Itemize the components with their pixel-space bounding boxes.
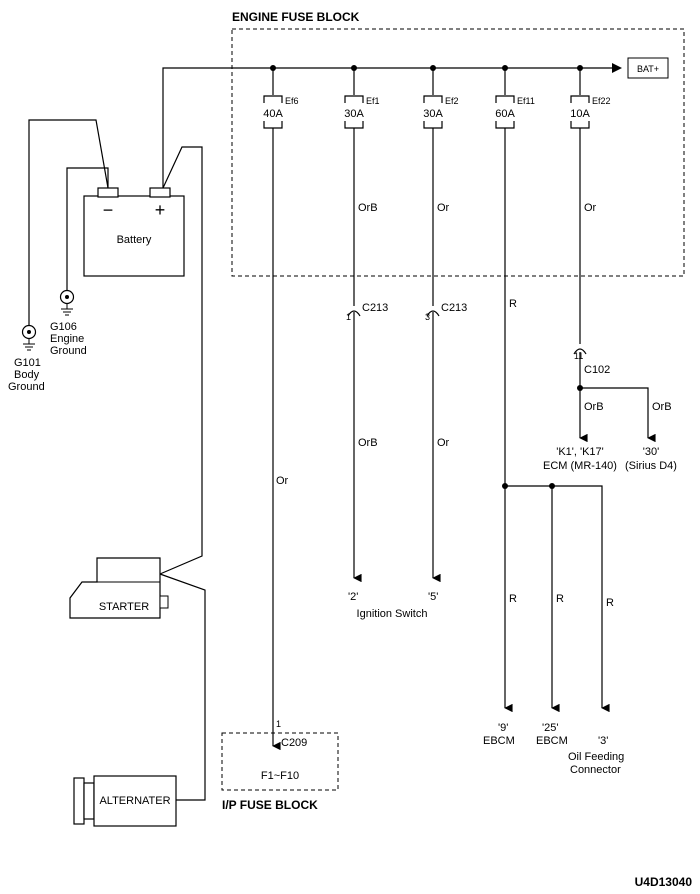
fuse-ef1: Ef1 30A [344,68,380,129]
oil-pin: '3' [598,735,608,747]
wire-color: OrB [358,202,378,214]
starter: STARTER [69,557,169,619]
ign-pin-5: '5' [428,591,438,603]
ebcm25-name: EBCM [536,735,568,747]
ip-fuse-block-title: I/P FUSE BLOCK [222,798,318,812]
g106-label-3: Ground [50,345,87,357]
alternator-feed-wire [159,573,206,801]
fuse-id: Ef11 [517,96,535,106]
ebcm9-name: EBCM [483,735,515,747]
alternator: ALTERNATER [73,775,177,827]
engine-fuse-block-box [231,28,685,277]
ebcm25-pin: '25' [542,722,558,734]
wire-color: R [509,298,517,310]
fuse-id: Ef22 [592,96,611,106]
g106-ground-icon [59,289,75,316]
fuse-rating: 30A [344,108,364,120]
g101-label: G101 [14,357,41,369]
starter-feed-wire [159,146,203,575]
body-ground-wire [28,119,109,325]
sirius-pin: '30' [643,446,659,458]
battery-label: Battery [117,234,152,246]
wire-color: OrB [584,401,604,413]
engine-fuse-block-title: ENGINE FUSE BLOCK [232,10,360,24]
wire-color: Or [276,475,289,487]
c213a-name: C213 [362,302,388,314]
fuse-id: Ef1 [366,96,380,106]
battery-minus: − [103,200,114,220]
ignition-switch-label: Ignition Switch [357,608,428,620]
bat-bus: BAT+ [162,57,669,188]
bat-label: BAT+ [637,64,659,74]
c209-pin: 1 [276,719,281,729]
g106-label: G106 [50,321,77,333]
g106-label-2: Engine [50,333,84,345]
ebcm9-pin: '9' [498,722,508,734]
ecm-pins: 'K1', 'K17' [556,446,604,458]
fuse-rating: 40A [263,108,283,120]
c213b-name: C213 [441,302,467,314]
engine-ground-wire [66,167,109,290]
g101-ground-icon [21,324,37,351]
fuse-ef6: Ef6 40A [263,68,299,129]
c102-pin: 11 [574,351,583,361]
g101-label-3: Ground [8,381,45,393]
c213a-pin: 1 [346,312,351,322]
battery: − + Battery [83,187,185,277]
g101-label-2: Body [14,369,40,381]
starter-label: STARTER [99,601,149,613]
ip-fuse-block-box [221,732,339,791]
ef11-circuit: R R R R '9' EBCM '25' EBCM '3' Oil Feedi… [483,128,624,776]
diagram-code: U4D13040 [635,875,693,889]
wire-color: R [606,597,614,609]
fuse-ef11: Ef11 60A [495,68,535,129]
battery-plus: + [155,200,166,220]
ecm-name: ECM (MR-140) [543,460,617,472]
oil-label-1: Oil Feeding [568,751,624,763]
ip-fuses-label: F1~F10 [261,770,299,782]
wire-color: OrB [358,437,378,449]
ef22-circuit: Or 11 C102 OrB OrB 'K1', 'K17' ECM (MR-1… [543,128,677,472]
fuse-rating: 30A [423,108,443,120]
fuse-id: Ef6 [285,96,299,106]
fuse-rating: 10A [570,108,590,120]
wire-color: OrB [652,401,672,413]
ign-pin-2: '2' [348,591,358,603]
fuse-ef2: Ef2 30A [423,68,459,129]
wire-color: Or [437,437,450,449]
wire-color: R [509,593,517,605]
c209-name: C209 [281,737,307,749]
wire-color: R [556,593,564,605]
sirius-name: (Sirius D4) [625,460,677,472]
c213b-pin: 3 [425,312,430,322]
fuse-ef22: Ef22 10A [570,68,611,129]
oil-label-2: Connector [570,764,621,776]
wire-color: Or [584,202,597,214]
ef6-circuit: Or 1 C209 [272,128,307,751]
fuse-rating: 60A [495,108,515,120]
alternator-label: ALTERNATER [99,795,170,807]
wire-color: Or [437,202,450,214]
c102-name: C102 [584,364,610,376]
fuse-id: Ef2 [445,96,459,106]
ef2-circuit: Or 3 C213 Or '5' [425,128,467,603]
ef1-circuit: OrB 1 C213 OrB '2' [346,128,388,603]
